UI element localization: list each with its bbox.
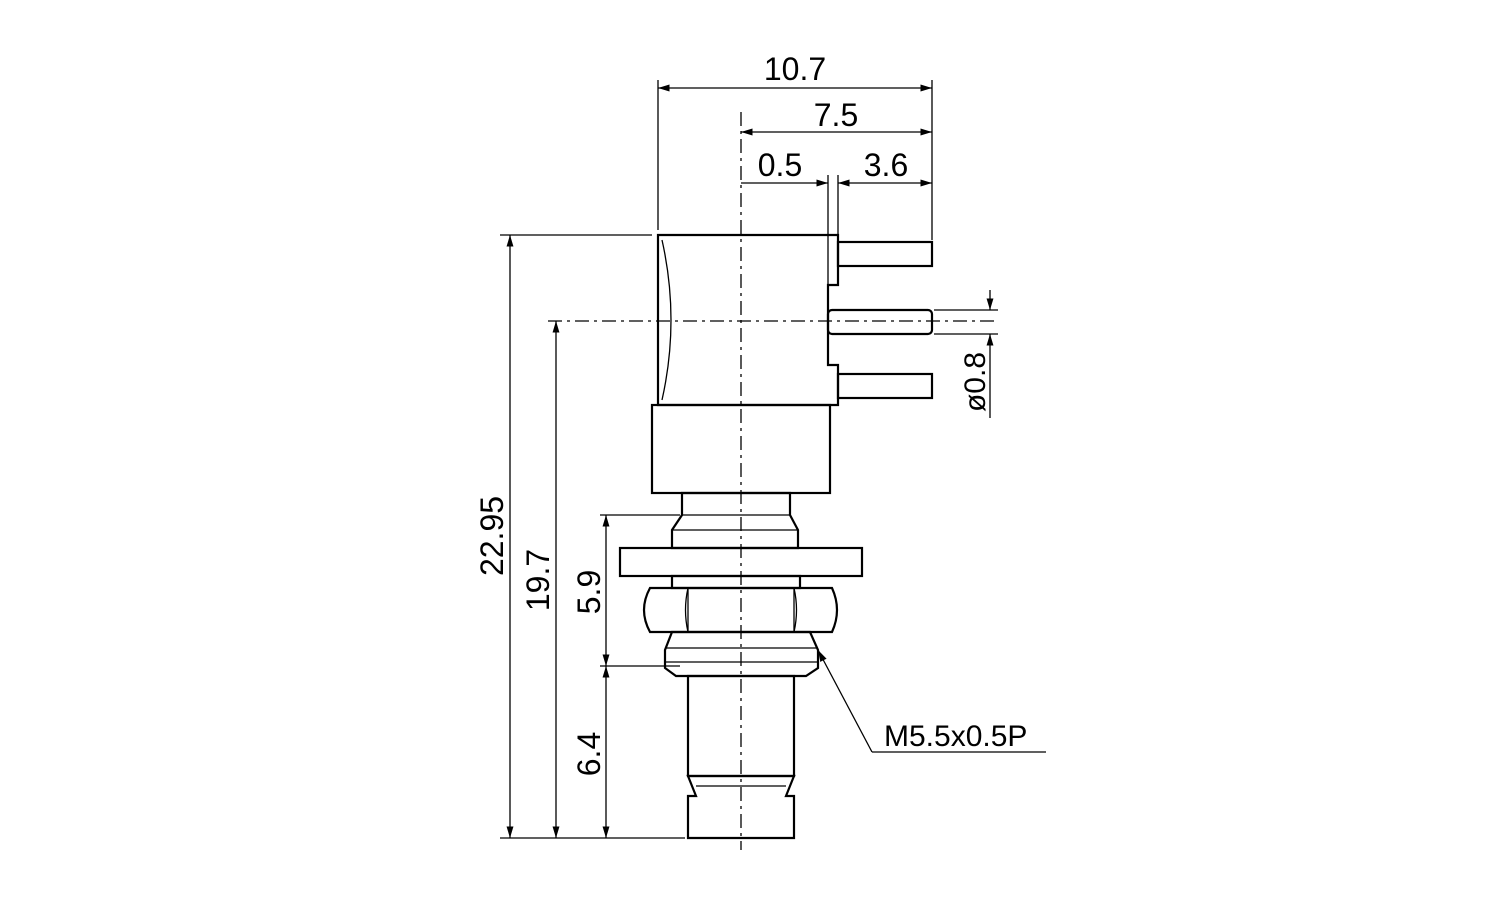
- neck: [670, 491, 800, 550]
- dim-pin-diameter: ø0.8: [959, 352, 992, 412]
- thread-callout: M5.5x0.5P: [884, 720, 1027, 753]
- plug-groove: [686, 774, 796, 840]
- dim-pin-to-bottom: 19.7: [520, 549, 556, 611]
- lower-thread: [663, 630, 820, 678]
- dimension-lines: [506, 84, 1046, 838]
- dim-body-to-pins: 7.5: [814, 97, 858, 133]
- housing-curved-face: [661, 239, 672, 401]
- pin-middle: [826, 308, 934, 336]
- dim-thread-section: 5.9: [571, 570, 607, 614]
- extension-lines: [500, 80, 998, 839]
- dim-plug-section: 6.4: [571, 732, 607, 776]
- dim-pin-length: 3.6: [864, 147, 908, 183]
- dim-overall-height: 22.95: [474, 496, 510, 576]
- housing-body: [656, 233, 840, 407]
- pin-bottom: [836, 372, 934, 400]
- dimension-labels: 10.7 7.5 0.5 3.6 ø0.8 22.95 19.7 5.9 6.4…: [474, 51, 1027, 776]
- pin-top: [836, 240, 934, 268]
- dim-overall-width: 10.7: [764, 51, 826, 87]
- hex-nut: [642, 586, 839, 634]
- thread-section: [670, 574, 802, 590]
- thread-leader: [817, 649, 873, 753]
- dim-step-small: 0.5: [758, 147, 802, 183]
